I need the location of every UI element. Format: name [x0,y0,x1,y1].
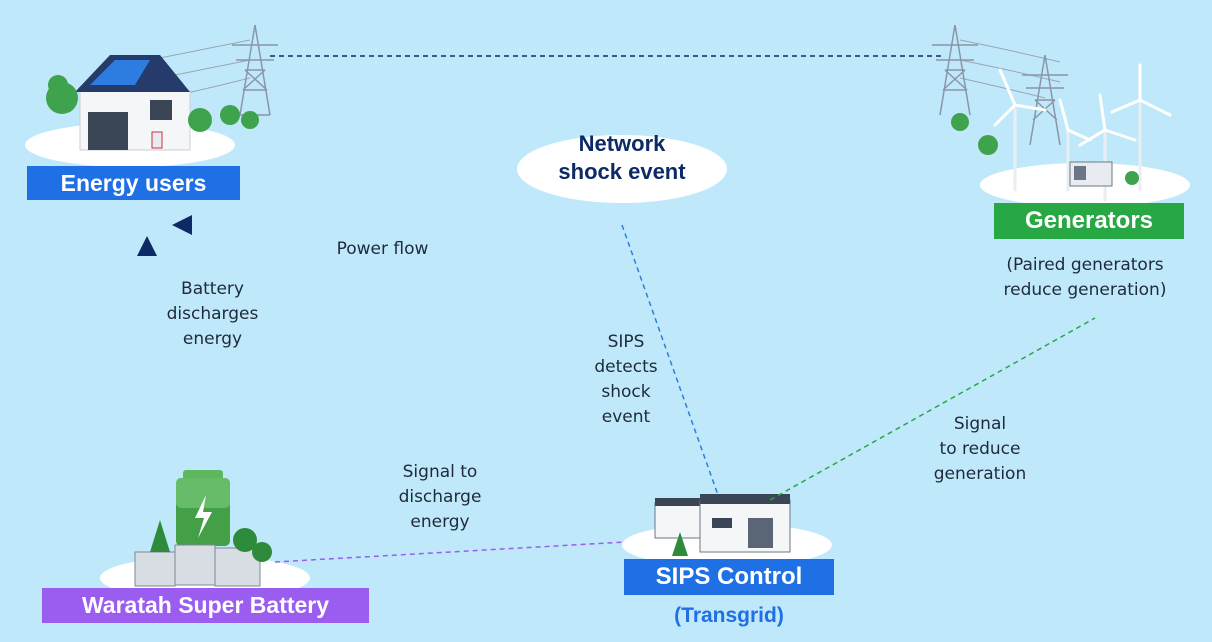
battery-discharges-text: Battery discharges energy [166,279,259,349]
shock-event-cloud [517,135,727,203]
sips-control-label: SIPS Control [624,559,834,595]
transmission-tower-icon [932,24,978,116]
signal-discharge-line [274,541,626,563]
transgrid-label: (Transgrid) [674,604,784,627]
transmission-tower-icon [1022,54,1068,146]
generators-note: (Paired generators reduce generation) [1003,255,1167,300]
wind-turbine-icon [993,63,1172,202]
transmission-wires-right [959,39,1061,99]
tree-icon [951,113,1139,185]
sips-detects-text: SIPS detects shock event [594,332,658,427]
tree-icon [46,75,259,132]
generator-unit [1069,161,1113,187]
shock-event-label: Network shock event [558,131,686,184]
signal-reduce-line [769,317,1096,501]
signal-discharge-text: Signal to discharge energy [398,462,482,532]
energy-users-label: Energy users [27,166,240,200]
transmission-tower-icon [232,24,278,116]
house-icon [75,55,191,151]
generators-label: Generators [994,203,1184,239]
sips-detect-line [621,224,719,496]
battery-icon [176,470,230,546]
power-flow-text: Power flow [336,239,429,259]
tree-icon [150,520,272,562]
control-building-icon [654,494,791,553]
battery-label: Waratah Super Battery [42,588,369,623]
tree-icon [672,532,688,556]
signal-reduce-text: Signal to reduce generation [933,414,1027,484]
